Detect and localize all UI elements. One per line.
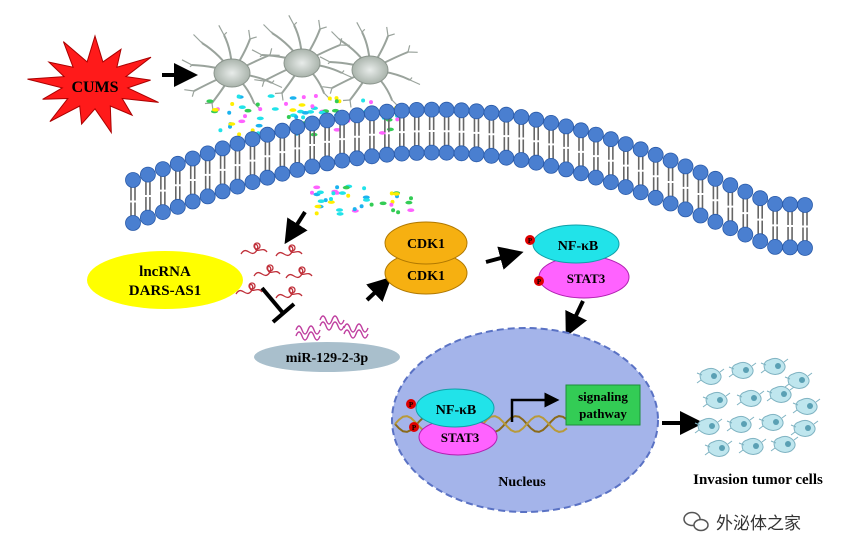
lncrna-label-line2: DARS-AS1 [129,283,202,299]
lncrna-label-line1: lncRNA [139,264,191,280]
tumor-cell-icon [792,397,821,415]
tumor-cell-icon [704,439,733,457]
signaling-line2: pathway [579,406,627,421]
transcription-start-arrow [510,392,560,422]
mirna-node: miR-129-2-3p [254,342,400,372]
released-particles-membrane [310,184,415,216]
invasion-label: Invasion tumor cells [693,472,823,488]
cums-starburst-shape [27,34,159,135]
tumor-cell-icon [758,413,787,431]
tumor-cell-icon [784,371,813,389]
tumor-cell-icon [702,391,731,409]
cums-label: CUMS [71,79,118,96]
wechat-icon [683,511,709,532]
lncrna-oval [87,251,243,309]
mirna-oval [254,342,400,372]
nucleus-ellipse [391,327,659,513]
nuc-stat3-label: STAT3 [441,430,480,445]
cyto-phospho-dot-2 [534,276,544,286]
tumor-cell-icon [726,415,755,433]
lncrna-inhibits-mirna [260,286,296,324]
nuc-nfkb-oval [415,388,495,428]
tumor-cell-icon [728,361,757,379]
membrane-to-lncrna-arrow [284,210,308,245]
tumor-cell-icon [694,417,723,435]
complex-to-nucleus-arrow [565,300,588,337]
cums-stimulus: CUMS [27,34,159,135]
signaling-line1: signaling [578,389,628,404]
nuc-phospho-label-1: P [409,401,414,409]
nuc-phospho-label-2: P [412,424,417,432]
cyto-stat3-label: STAT3 [567,271,606,286]
mirna-strands-icon [295,315,369,341]
watermark-text: 外泌体之家 [716,514,801,534]
neuron-cell [251,15,353,101]
tumor-cell-icon [766,385,795,403]
nuc-phospho-dot-2 [409,422,419,432]
nuc-nfkb-label: NF-κB [436,403,476,418]
nuc-phospho-dot-1 [406,399,416,409]
tumor-cell-icon [760,357,789,375]
tumor-cell-icon [696,367,725,385]
tumor-cells-cluster [694,357,821,457]
cdk1-top-oval [384,221,468,265]
tumor-cell-icon [770,435,799,453]
tumor-cell-icon [736,389,765,407]
neuron-cell [181,25,283,111]
lipid-bilayer-membrane [125,101,813,256]
cytoplasm-nfkb-stat3-complex: NF-κB STAT3 P P [525,224,630,299]
nucleus: Nucleus NF-κB STAT3 P P signaling pathwa… [391,327,659,513]
cyto-phospho-dot-1 [525,235,535,245]
cyto-nfkb-label: NF-κB [558,239,598,254]
signaling-pathway-box [565,384,641,426]
cdk1-dimer: CDK1 CDK1 [384,221,468,295]
tumor-cell-icon [790,419,819,437]
watermark: 外泌体之家 [683,511,801,534]
neuron-cell [319,22,421,108]
nucleus-label: Nucleus [498,475,546,490]
lncrna-strands-icon [235,242,313,299]
cdk1-bottom-label: CDK1 [407,269,445,284]
neuron-cells [181,15,421,111]
cyto-phospho-label-2: P [537,278,542,286]
mirna-label: miR-129-2-3p [286,351,369,366]
cdk1-top-label: CDK1 [407,237,445,252]
lncrna-node: lncRNA DARS-AS1 [87,251,243,309]
cdk1-to-nfkb-arrow [485,246,524,270]
mirna-to-cdk1-arrow [365,276,392,302]
cyto-phospho-label-1: P [528,237,533,245]
tumor-cell-icon [738,437,767,455]
